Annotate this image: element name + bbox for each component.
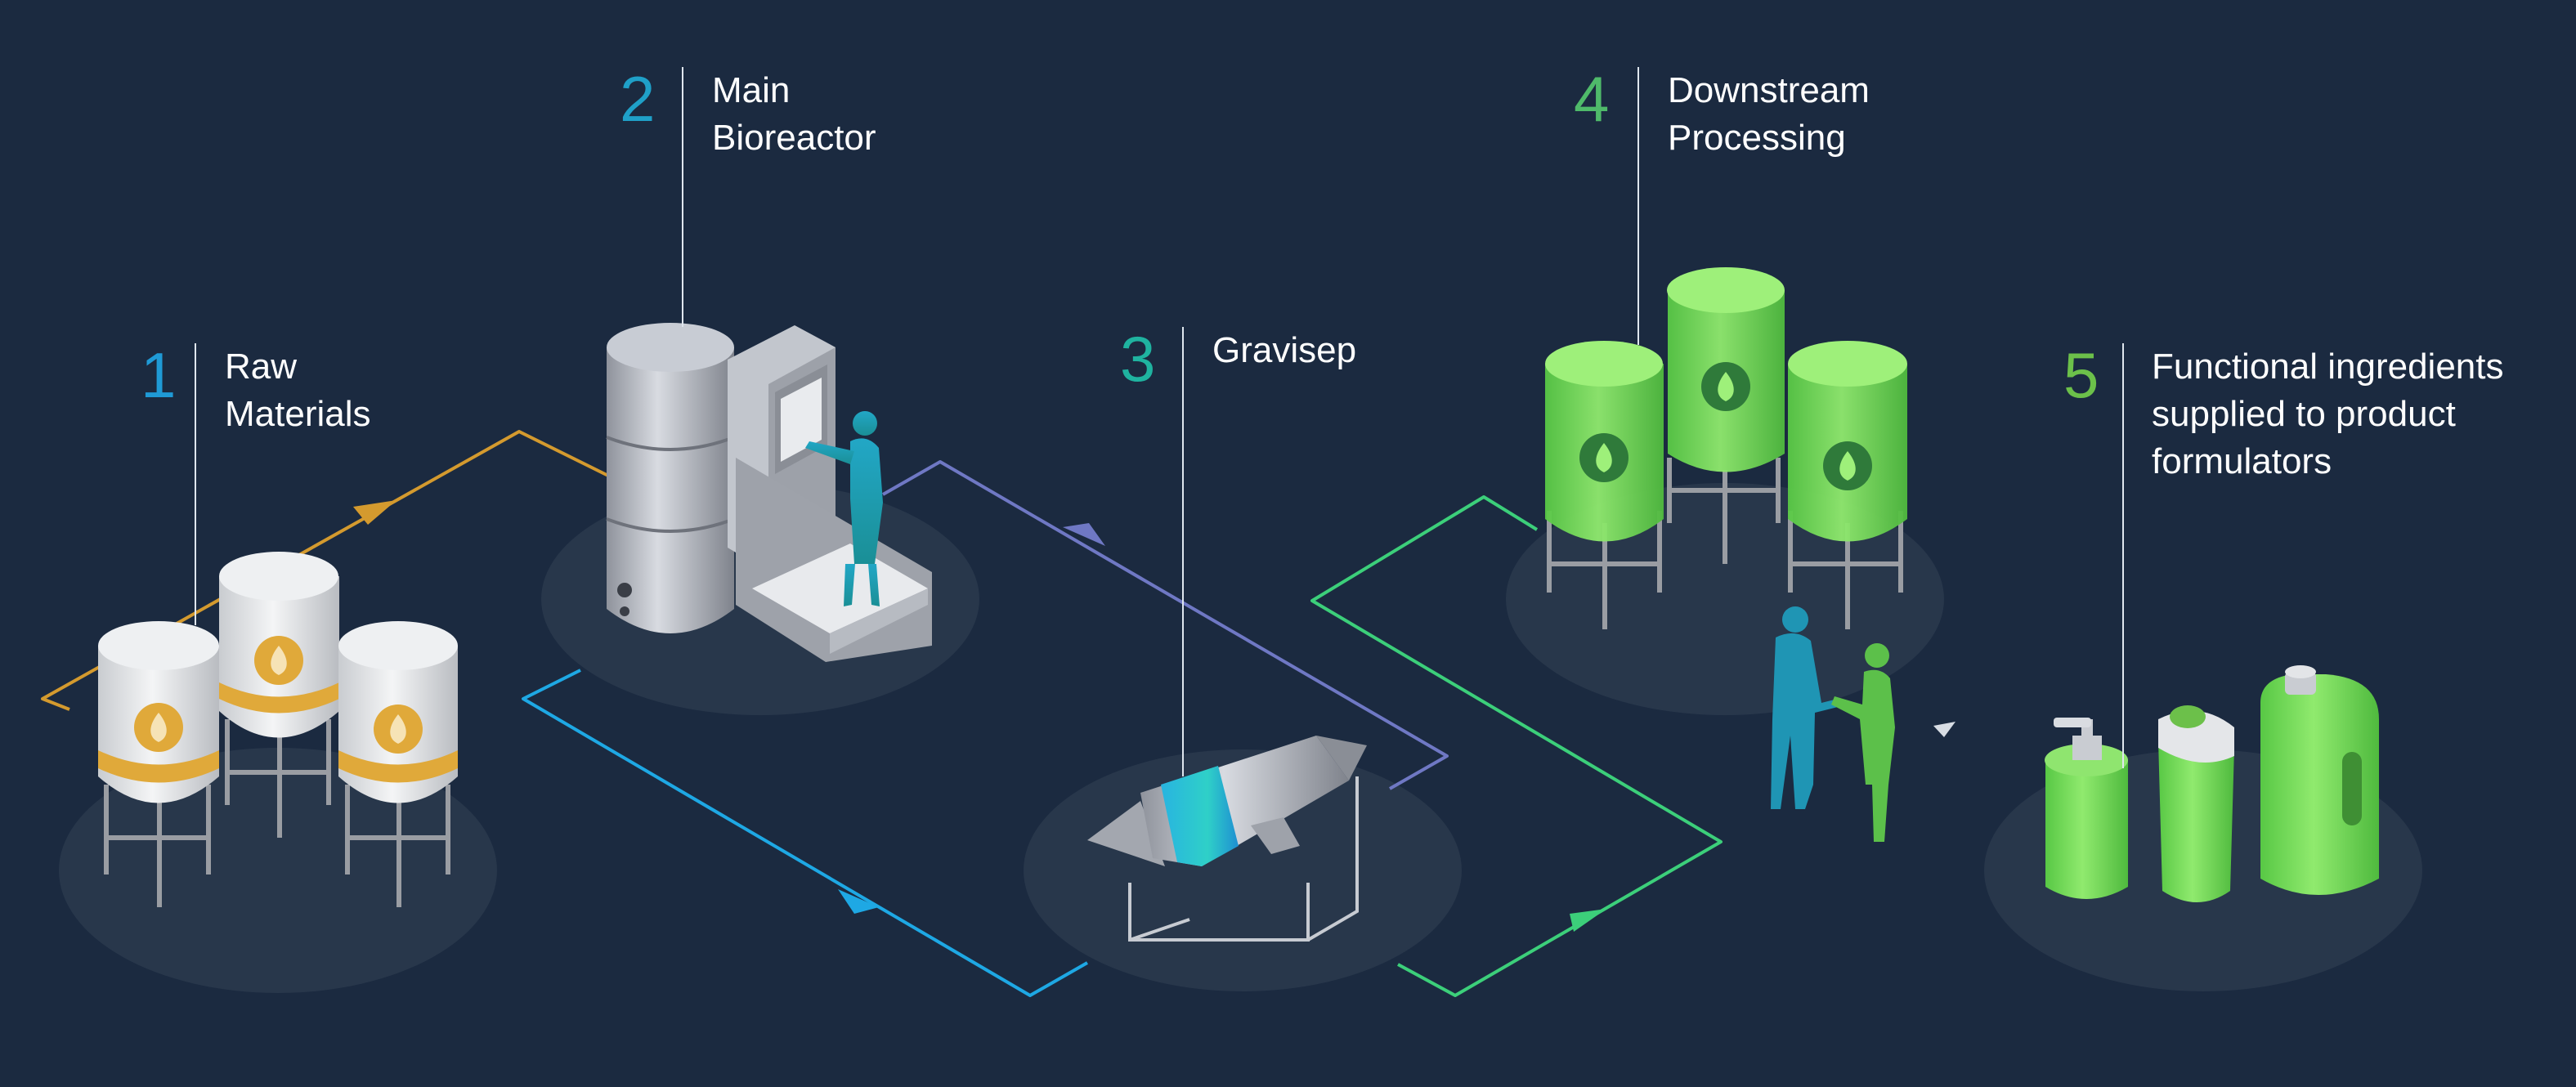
step-2-label: Main Bioreactor <box>712 67 876 162</box>
step-4-label-line-2: Processing <box>1668 118 1846 158</box>
step-1-divider <box>195 343 196 625</box>
step-1-label-line-1: Raw <box>225 347 298 387</box>
arrow-icon <box>1570 909 1606 932</box>
arrow-icon <box>1063 523 1105 546</box>
flow-gravisep-to-reactor <box>882 460 1449 790</box>
bioreactor <box>606 323 932 662</box>
raw-material-tanks <box>98 552 458 907</box>
arrow-icon <box>353 500 396 525</box>
step-5-divider <box>2122 343 2124 768</box>
handshake-figures <box>1771 606 1895 842</box>
step-4-divider <box>1637 67 1639 345</box>
step-5-label-line-2: supplied to product <box>2152 394 2456 434</box>
step-5-number: 5 <box>2063 339 2099 411</box>
step-4-label-line-1: Downstream <box>1668 70 1870 110</box>
arrow-icon <box>838 889 879 914</box>
step-5-label: Functional ingredients supplied to produ… <box>2152 343 2503 485</box>
step-2-number: 2 <box>620 63 656 135</box>
step-5-label-line-1: Functional ingredients <box>2152 347 2504 387</box>
step-3-divider <box>1182 327 1184 776</box>
gravisep-machine <box>1087 736 1367 942</box>
step-3-label: Gravisep <box>1212 327 1356 374</box>
step-5-label-line-3: formulators <box>2152 441 2332 481</box>
flow-reactor-to-gravisep <box>522 669 1088 997</box>
step-2-divider <box>682 67 683 327</box>
flow-gravisep-to-downstream <box>1310 495 1723 997</box>
step-4-label: Downstream Processing <box>1668 67 1870 162</box>
arrow-icon <box>1933 722 1956 737</box>
downstream-tanks <box>1545 267 1907 629</box>
step-1-label-line-2: Materials <box>225 394 371 434</box>
step-2-label-line-2: Bioreactor <box>712 118 876 158</box>
step-2-label-line-1: Main <box>712 70 791 110</box>
product-bottles <box>2045 665 2379 902</box>
flow-lines <box>41 430 1956 997</box>
step-1-label: Raw Materials <box>225 343 371 438</box>
step-3-label-line-1: Gravisep <box>1212 330 1357 370</box>
step-4-number: 4 <box>1574 63 1610 135</box>
operator-figure <box>805 411 883 606</box>
step-1-number: 1 <box>141 339 177 411</box>
step-3-number: 3 <box>1120 323 1156 395</box>
